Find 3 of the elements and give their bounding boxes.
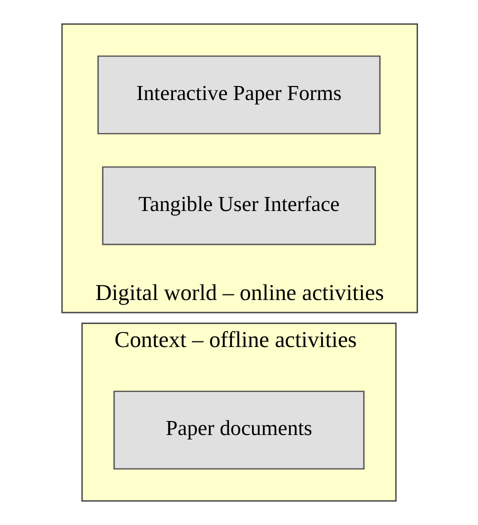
node-box: Interactive Paper Forms xyxy=(97,55,381,134)
node-box: Tangible User Interface xyxy=(102,166,376,246)
node-box: Paper documents xyxy=(113,390,365,470)
